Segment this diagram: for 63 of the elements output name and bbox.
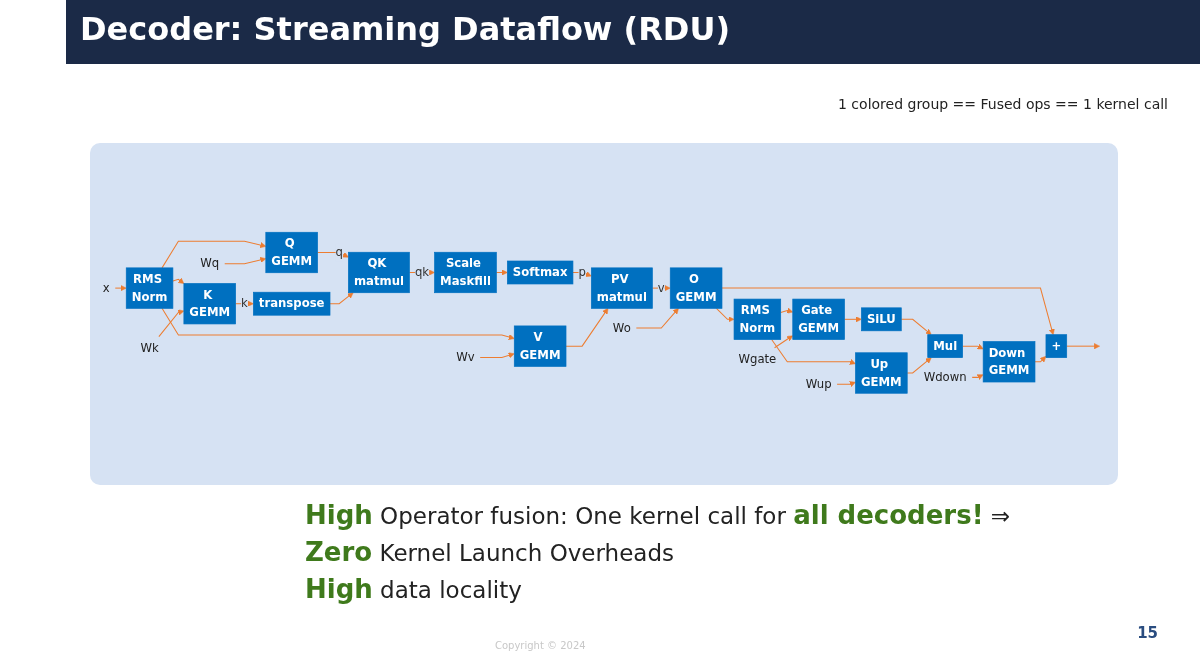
node-text: Wv [456,350,475,364]
node-box: + [1045,334,1068,358]
arrow [1066,343,1100,350]
note-text: 1 colored group == Fused ops == 1 kernel call [838,96,1168,112]
arrow [572,271,592,277]
arrow [161,240,267,269]
node-box: Softmax [507,260,574,285]
node-box: Mul [927,334,963,358]
arrow [962,343,984,350]
node-box: transpose [253,291,331,316]
node-text: Wgate [738,351,777,366]
node-box: O GEMM [669,267,723,309]
node-text: Wq [200,256,220,271]
node-box: K GEMM [183,283,236,325]
node-text: Wup [805,376,832,391]
arrow [721,287,1055,335]
bullet-text: High Operator fusion: One kernel call for all decoders! ⇒ [305,500,1011,530]
node-text: Wdown [923,370,967,384]
arrow [565,308,609,347]
arrow [172,277,185,284]
node-box: PV matmul [591,267,653,309]
arrow [495,269,508,276]
arrow [161,307,515,340]
node-box: RMS Norm [125,267,174,309]
arrow [771,339,856,365]
node-box: Scale Maskfill [434,251,497,294]
arrow [900,318,932,335]
edge-label: k [241,296,248,311]
arrow [780,307,794,314]
node-box: Up GEMM [855,352,908,394]
slide-title: Decoder: Streaming Dataflow (RDU) [80,10,730,48]
arrow [635,308,679,329]
arrow [235,300,254,307]
node-box: QK matmul [348,251,410,294]
bullet-text: Zero Kernel Launch Overheads [305,537,674,567]
bullet-text: High data locality [305,574,522,604]
node-box: Gate GEMM [792,298,845,340]
arrow [844,316,862,323]
node-text: Wk [140,340,159,355]
node-box: Q GEMM [265,231,318,274]
arrow [479,352,515,359]
edge-label: qk [414,265,430,279]
page-number: 15 [1137,624,1158,642]
node-text: x [102,280,110,295]
edge-label: v [657,280,665,295]
node-box: V GEMM [513,325,567,367]
node-box: Down GEMM [982,341,1036,383]
arrow [715,307,735,323]
arrow [836,381,856,387]
arrow [774,335,794,349]
node-text: Wo [612,320,631,335]
edge-label: q [335,245,343,259]
arrow [329,292,354,305]
arrow [158,309,185,338]
edge-label: p [578,265,586,279]
arrow [651,285,671,292]
arrow [114,285,127,292]
node-box: RMS Norm [733,298,782,340]
arrow [224,257,267,265]
node-box: SiLU [861,307,902,332]
arrow [1034,356,1047,363]
arrow [906,357,932,374]
arrow [971,374,984,380]
